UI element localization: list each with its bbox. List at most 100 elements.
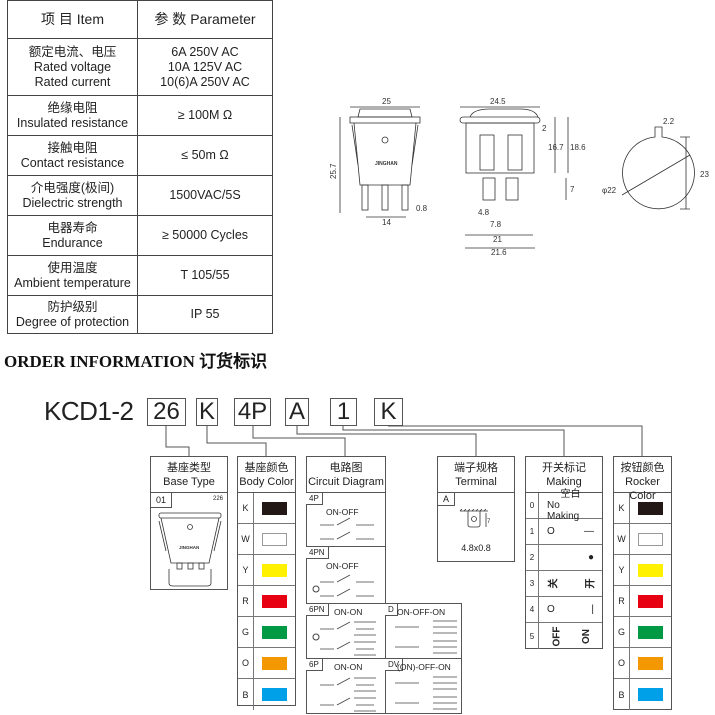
model-prefix: KCD1-2 bbox=[44, 396, 134, 426]
color-swatch-fill bbox=[638, 501, 663, 515]
color-swatch bbox=[630, 493, 671, 523]
dim-cutout-h: 23 bbox=[700, 170, 709, 179]
color-swatch-fill bbox=[638, 594, 663, 608]
color-swatch-fill bbox=[262, 594, 287, 608]
rocker-color-row: B bbox=[614, 679, 671, 710]
body-color-title-en: Body Color bbox=[239, 476, 294, 488]
color-swatch bbox=[254, 555, 295, 585]
dim-front-width: 25 bbox=[382, 97, 391, 106]
rocker-color-title-cn: 按钮颜色 bbox=[620, 462, 665, 474]
rocker-color-row: Y bbox=[614, 555, 671, 586]
terminal-title-en: Terminal bbox=[455, 476, 497, 488]
circuit-code: 6P bbox=[306, 659, 323, 671]
making-value: O— bbox=[539, 519, 602, 544]
circuit-symbol bbox=[395, 676, 457, 710]
making-right: ON bbox=[581, 628, 592, 644]
color-code: R bbox=[238, 586, 254, 616]
dim-front-pin: 0.8 bbox=[416, 204, 428, 213]
code-body-color: K bbox=[196, 398, 218, 426]
color-code: W bbox=[238, 524, 254, 554]
spec-value: ≥ 50000 Cycles bbox=[137, 215, 273, 256]
making-code: 1 bbox=[526, 519, 539, 544]
making-row: 2● bbox=[526, 545, 602, 571]
making-left: OFF bbox=[551, 626, 563, 646]
color-code: B bbox=[238, 679, 254, 710]
making-code: 5 bbox=[526, 623, 539, 649]
circuit-symbol bbox=[395, 620, 457, 654]
dim-side-t1: 4.8 bbox=[478, 208, 490, 217]
body-color-row: Y bbox=[238, 555, 295, 586]
color-swatch bbox=[254, 617, 295, 647]
making-code: 2 bbox=[526, 545, 539, 570]
circuit-code: D bbox=[385, 604, 398, 616]
circuit-title-en: Circuit Diagram bbox=[308, 476, 384, 488]
base-type-code: 01 bbox=[151, 493, 173, 508]
color-swatch bbox=[254, 524, 295, 554]
circuit-item-dv: DV(ON)-OFF-ON bbox=[385, 658, 462, 714]
code-making: 1 bbox=[330, 398, 357, 426]
color-code: Y bbox=[614, 555, 630, 585]
color-swatch bbox=[254, 648, 295, 678]
color-swatch-fill bbox=[262, 656, 287, 670]
color-swatch-fill bbox=[638, 625, 663, 639]
making-left: O bbox=[547, 604, 555, 615]
color-swatch-fill bbox=[638, 563, 663, 577]
dim-side-width: 24.5 bbox=[490, 97, 506, 106]
dim-front-pitch: 14 bbox=[382, 218, 391, 227]
color-code: K bbox=[614, 493, 630, 523]
body-color-row: W bbox=[238, 524, 295, 555]
color-code: G bbox=[614, 617, 630, 647]
dim-cutout-key: 2.2 bbox=[663, 117, 675, 126]
rocker-color-row: R bbox=[614, 586, 671, 617]
base-type-size: 226 bbox=[212, 496, 223, 502]
color-swatch bbox=[630, 555, 671, 585]
body-color-title-cn: 基座颜色 bbox=[244, 462, 289, 474]
color-swatch bbox=[630, 586, 671, 616]
making-title-cn: 开关标记 bbox=[542, 462, 586, 474]
panel-cutout-drawing bbox=[621, 126, 695, 210]
code-base-type: 26 bbox=[147, 398, 186, 426]
body-color-row: B bbox=[238, 679, 295, 710]
making-value: ● bbox=[539, 545, 602, 570]
svg-text:7: 7 bbox=[487, 519, 491, 525]
base-type-title-cn: 基座类型 bbox=[167, 462, 211, 474]
circuit-symbol bbox=[312, 621, 376, 656]
body-color-row: R bbox=[238, 586, 295, 617]
circuit-title-cn: 电路图 bbox=[329, 462, 363, 474]
making-value: O| bbox=[539, 597, 602, 622]
circuit-symbol bbox=[320, 517, 374, 540]
making-code: 0 bbox=[526, 493, 539, 518]
body-color-row: O bbox=[238, 648, 295, 679]
color-swatch-fill bbox=[262, 688, 287, 701]
color-swatch bbox=[630, 679, 671, 710]
color-swatch-fill bbox=[638, 688, 663, 701]
color-code: K bbox=[238, 493, 254, 523]
color-swatch-fill bbox=[638, 656, 663, 670]
rocker-color-title-en: Rocker Color bbox=[625, 476, 660, 502]
circuit-code: 4PN bbox=[306, 547, 329, 559]
color-swatch bbox=[630, 524, 671, 554]
dim-side-d1: 2 bbox=[542, 124, 547, 133]
making-row: 5 OFF ON bbox=[526, 623, 602, 649]
dim-side-t2: 7.8 bbox=[490, 220, 502, 229]
making-code: 3 bbox=[526, 571, 539, 596]
spec-value: ≤ 50m Ω bbox=[137, 135, 273, 176]
circuit-label: ON-OFF bbox=[326, 561, 359, 571]
dim-side-d4: 7 bbox=[570, 185, 575, 194]
terminal-icon: 7 bbox=[459, 509, 491, 528]
making-left: O bbox=[547, 526, 555, 537]
circuit-label: ON-OFF bbox=[326, 507, 359, 517]
